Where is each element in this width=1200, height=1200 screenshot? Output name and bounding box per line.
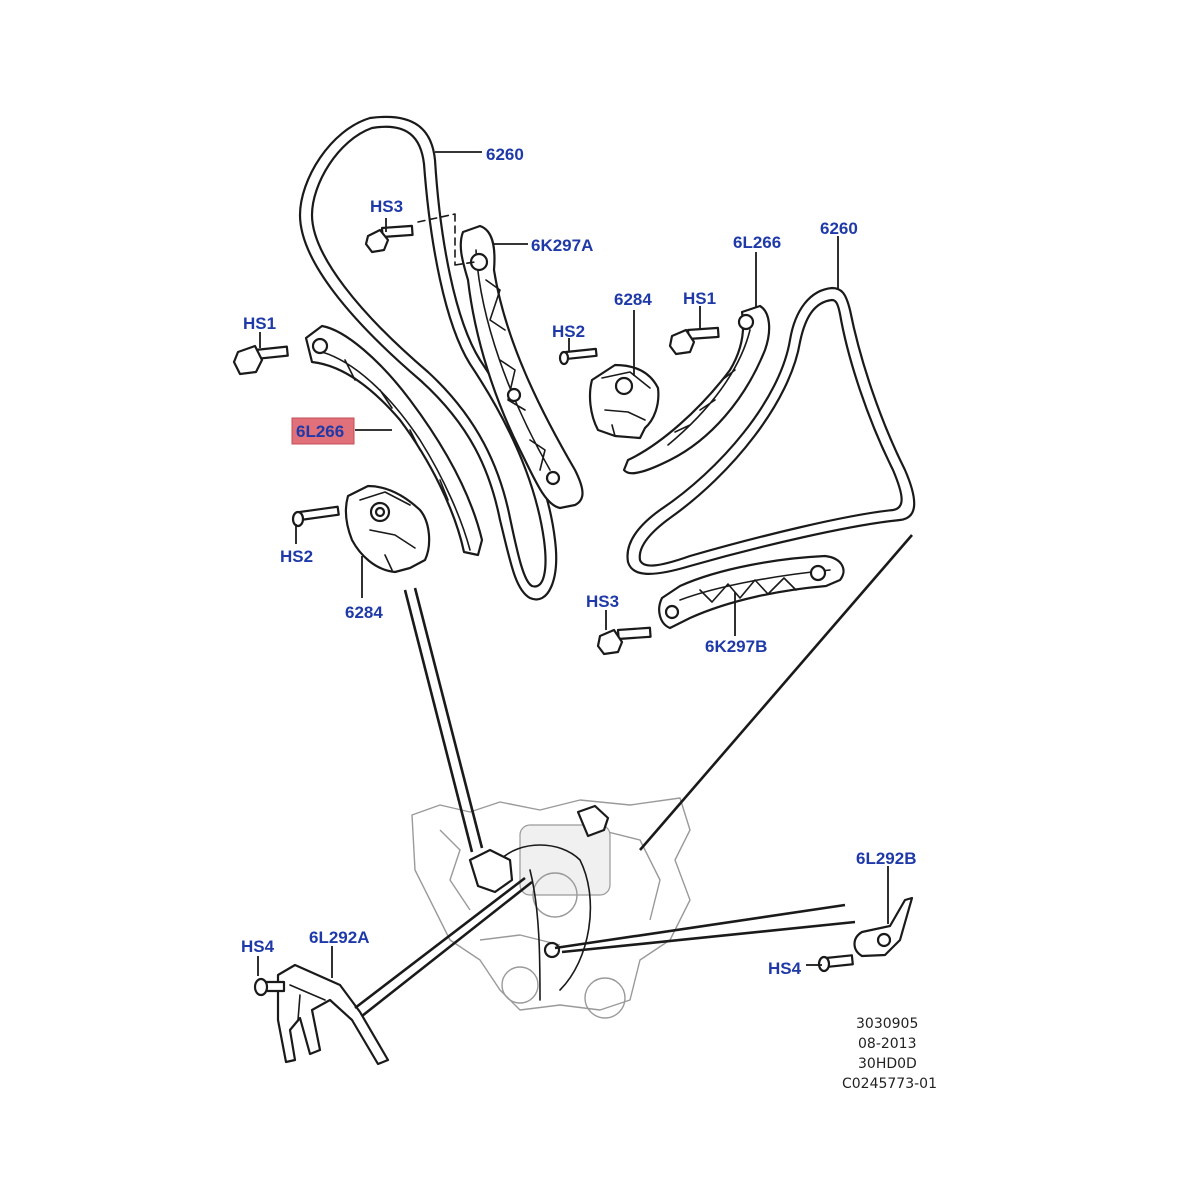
tensioner-arm-6l266-left — [304, 324, 484, 557]
label-hs1-left: HS1 — [243, 314, 276, 333]
chain-guide-6k297b — [658, 554, 845, 630]
label-6k297a: 6K297A — [531, 236, 593, 255]
bolt-hs1-left — [232, 344, 289, 376]
label-6l266-left-highlighted: 6L266 — [296, 422, 344, 441]
bracket-6l292a — [276, 963, 390, 1066]
label-6260-right: 6260 — [820, 219, 858, 238]
label-hs1-right: HS1 — [683, 289, 716, 308]
leader-lines — [257, 151, 889, 978]
timing-chain-right — [626, 286, 916, 575]
tensioner-6284-upper — [588, 363, 660, 440]
timing-chain-left — [298, 115, 558, 601]
engine-block-ghost — [411, 797, 691, 1019]
label-hs3-lower: HS3 — [586, 592, 619, 611]
label-6284-upper: 6284 — [614, 290, 652, 309]
label-6l292b: 6L292B — [856, 849, 916, 868]
label-hs4-right: HS4 — [768, 959, 802, 978]
bolt-hs2-upper — [558, 347, 598, 366]
bolt-hs3-top — [364, 213, 476, 266]
ref-line-4: C0245773-01 — [842, 1076, 937, 1092]
label-hs2-left: HS2 — [280, 547, 313, 566]
highlight-box-6l266 — [291, 417, 355, 445]
label-hs2-upper: HS2 — [552, 322, 585, 341]
ref-line-3: 30HD0D — [858, 1056, 917, 1072]
label-6260-upper: 6260 — [486, 145, 524, 164]
ref-line-1: 3030905 — [856, 1016, 918, 1032]
bracket-6l292b — [853, 896, 914, 958]
bolt-hs4-left — [253, 977, 286, 997]
label-6l292a: 6L292A — [309, 928, 369, 947]
bolt-hs2-left — [291, 505, 340, 528]
label-hs4-left: HS4 — [241, 937, 275, 956]
chain-guide-6k297a — [459, 224, 584, 510]
ref-line-2: 08-2013 — [858, 1036, 917, 1052]
tensioner-6284-left — [344, 484, 431, 574]
bolt-hs1-right — [668, 326, 720, 356]
tensioner-arm-6l266-right — [622, 304, 771, 475]
reference-codes: 3030905 08-2013 30HD0D C0245773-01 — [842, 1016, 937, 1092]
label-hs3-top: HS3 — [370, 197, 403, 216]
view-connector-lines — [354, 534, 913, 1018]
label-6l266-right: 6L266 — [733, 233, 781, 252]
label-6284-left: 6284 — [345, 603, 383, 622]
label-6k297b: 6K297B — [705, 637, 767, 656]
bolt-hs3-lower — [596, 626, 652, 656]
bolt-hs4-right — [817, 954, 854, 973]
